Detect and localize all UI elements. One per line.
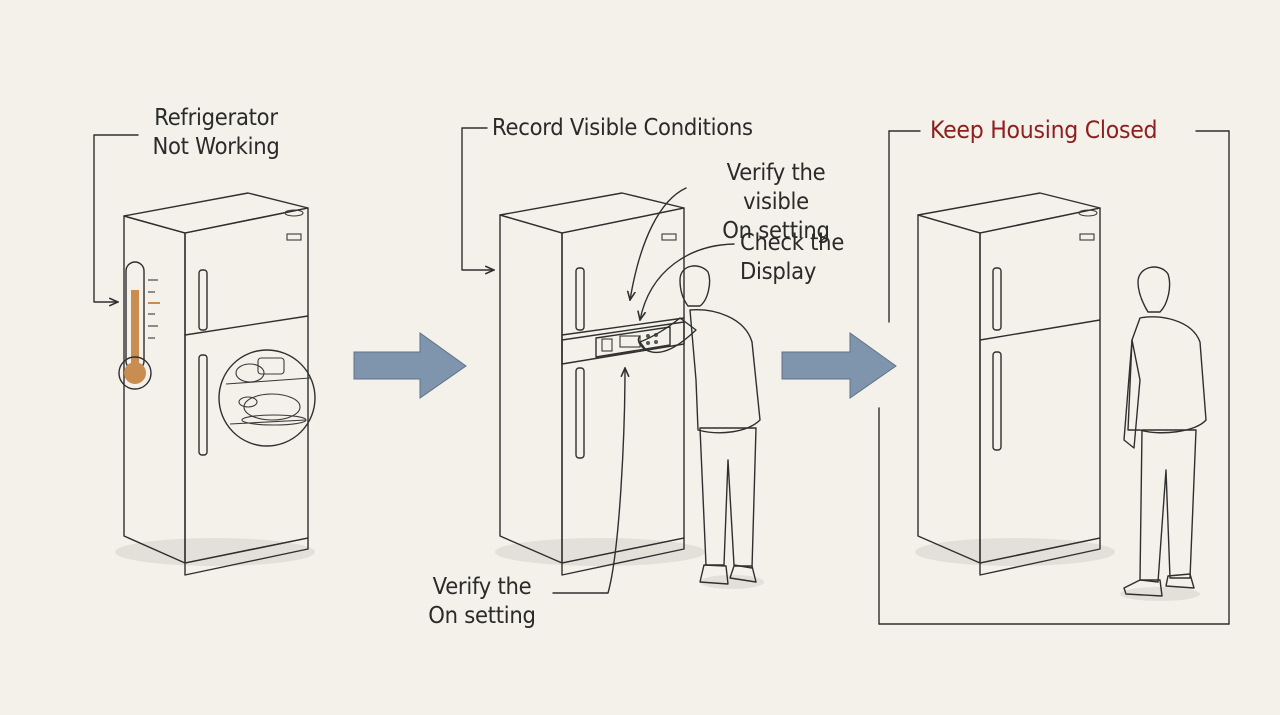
fridge-handle [575, 367, 585, 459]
thermometer-icon [118, 261, 160, 390]
callout-visible-on [630, 187, 687, 300]
freezer-handle [575, 267, 585, 331]
callout-display [640, 243, 735, 320]
fridge-side [917, 214, 981, 564]
refrigerator-closed [915, 192, 1115, 576]
fridge-handle [198, 354, 208, 456]
step-3-frame [878, 130, 1230, 625]
fridge-shadow [115, 538, 315, 566]
step-1-caption: Refrigerator Not Working [146, 104, 286, 162]
callout-visible-on-line-2: On setting [722, 218, 830, 244]
callout-on-setting-line-2: On setting [428, 603, 536, 629]
fridge-base [184, 537, 309, 576]
step-2-caption: Record Visible Conditions [492, 115, 753, 141]
callout-display-line-1: Check the [740, 230, 845, 256]
flow-arrow-icon [781, 332, 897, 399]
callout-display-label: Check the Display [740, 229, 860, 287]
callout-visible-on-line-1: Verify the visible [726, 160, 826, 215]
hinge [284, 209, 304, 217]
fridge-base [561, 537, 685, 576]
door-divider [979, 319, 1101, 341]
fridge-base [979, 537, 1101, 576]
freezer-handle [992, 267, 1002, 331]
label-leader-1 [93, 134, 139, 302]
fridge-badge [661, 233, 677, 241]
step-1-caption-line-2: Not Working [152, 134, 280, 160]
step-1-caption-line-1: Refrigerator [154, 105, 278, 131]
fridge-front [979, 207, 1101, 564]
freezer-handle [198, 269, 208, 331]
fridge-badge [1079, 233, 1095, 241]
fridge-front [561, 207, 685, 564]
callout-display-line-2: Display [740, 259, 817, 285]
callout-on-setting-line-1: Verify the [432, 574, 532, 600]
fridge-front [184, 207, 309, 564]
refrigerator-broken [115, 192, 315, 576]
callout-on-setting-label: Verify the On setting [419, 573, 544, 631]
label-leader-2 [461, 127, 494, 270]
step-3-caption: Keep Housing Closed [930, 116, 1158, 144]
callout-visible-on-label: Verify the visible On setting [691, 159, 860, 246]
fridge-side [499, 214, 563, 564]
door-divider [561, 317, 685, 336]
control-panel-icon [595, 326, 671, 358]
refrigerator-inspected [495, 192, 705, 576]
flow-arrow-icon [353, 332, 467, 399]
fridge-badge [286, 233, 302, 241]
person-icon [1120, 266, 1207, 601]
fridge-shadow [495, 538, 705, 566]
person-icon [637, 265, 764, 589]
callout-on-setting [552, 368, 625, 594]
food-inset-icon [218, 349, 316, 447]
hinge [1078, 209, 1098, 217]
fridge-handle [992, 351, 1002, 451]
door-divider [184, 315, 309, 336]
control-band [561, 321, 685, 365]
